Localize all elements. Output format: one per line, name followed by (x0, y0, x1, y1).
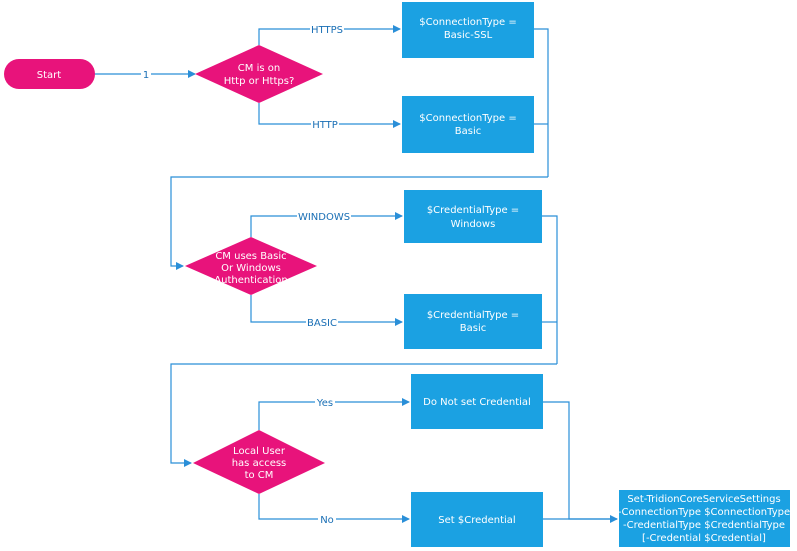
process-shape (402, 2, 534, 58)
process-text-line: Basic (460, 323, 486, 334)
edge-label-1: 1 (143, 70, 149, 81)
edge-p5-p7 (543, 401, 618, 523)
decision-text-line: has access (232, 458, 287, 469)
edge-label-no: No (320, 515, 334, 526)
process-shape (404, 190, 542, 243)
process-text-line: Basic-SSL (444, 30, 493, 41)
edge-labels: 1 HTTPS HTTP WINDOWS BASIC Yes No (141, 22, 351, 526)
process-shape (619, 490, 790, 547)
start-label: Start (37, 70, 62, 81)
process-credential-windows: $CredentialType = Windows (404, 190, 542, 243)
edge-label-basic: BASIC (307, 318, 337, 329)
process-text-line: $ConnectionType = (419, 17, 516, 28)
process-shape (402, 96, 534, 153)
decision-shape (193, 430, 325, 494)
process-text-line: [-Credential $Credential] (642, 533, 766, 544)
process-text-line: $CredentialType = (427, 205, 519, 216)
process-text-line: Set $Credential (438, 515, 515, 526)
decision-text-line: CM is on (238, 63, 280, 74)
process-text-line: Windows (451, 219, 496, 230)
decision-text-line: Local User (233, 446, 286, 457)
process-text-line: -CredentialType $CredentialType (623, 520, 785, 531)
start-shape (4, 59, 95, 89)
process-shape (411, 374, 543, 429)
edge-label-windows: WINDOWS (298, 212, 350, 223)
edge-windows (250, 212, 403, 237)
decision-text-line: Http or Https? (224, 76, 295, 87)
decision-shape (185, 237, 317, 295)
start-node: Start (4, 59, 95, 89)
edge-no (258, 494, 410, 523)
process-text-line: Do Not set Credential (423, 397, 531, 408)
process-text-line: -ConnectionType $ConnectionType (618, 507, 790, 518)
decision-text-line: Authentication (214, 275, 287, 286)
process-set-credential: Set $Credential (411, 492, 543, 547)
decision-text-line: CM uses Basic (215, 251, 286, 262)
decision-text-line: to CM (245, 470, 274, 481)
edge-https (258, 25, 401, 45)
process-credential-basic: $CredentialType = Basic (404, 294, 542, 349)
edge-label-yes: Yes (316, 398, 333, 409)
process-shape (411, 492, 543, 547)
edge-to-d2 (170, 176, 548, 270)
process-text-line: $CredentialType = (427, 310, 519, 321)
edge-p1-out (534, 28, 549, 177)
decision-text-line: Or Windows (221, 263, 281, 274)
process-connection-basic: $ConnectionType = Basic (402, 96, 534, 153)
decision-shape (195, 45, 323, 103)
process-connection-basic-ssl: $ConnectionType = Basic-SSL (402, 2, 534, 58)
process-text-line: Set-TridionCoreServiceSettings (627, 494, 780, 505)
edge-label-https: HTTPS (311, 25, 343, 36)
connectors (95, 25, 618, 523)
edge-http (258, 103, 401, 128)
edge-p3-out (542, 215, 558, 364)
decision-cm-auth: CM uses Basic Or Windows Authentication (185, 237, 317, 295)
edge-label-http: HTTP (312, 120, 338, 131)
decision-local-user: Local User has access to CM (193, 430, 325, 494)
edge-to-d3 (170, 363, 557, 467)
process-text-line: $ConnectionType = (419, 113, 516, 124)
edge-yes (258, 398, 410, 430)
process-do-not-set-credential: Do Not set Credential (411, 374, 543, 429)
process-shape (404, 294, 542, 349)
process-text-line: Basic (455, 126, 481, 137)
edge-basic (250, 295, 403, 326)
process-set-core-service-settings: Set-TridionCoreServiceSettings -Connecti… (618, 490, 790, 547)
decision-cm-protocol: CM is on Http or Https? (195, 45, 323, 103)
